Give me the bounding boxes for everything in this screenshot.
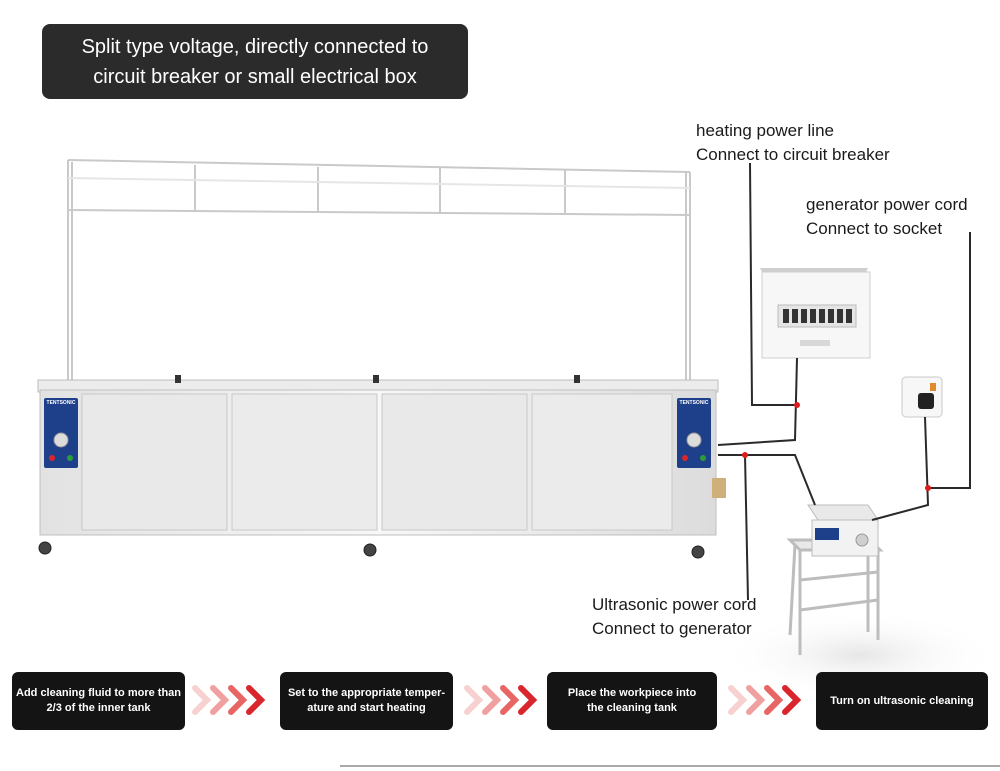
ultrasonic-label-line-1: Ultrasonic power cord [592, 595, 757, 614]
step-3-line-2: the cleaning tank [587, 702, 677, 714]
step-3-line-1: Place the workpiece into [567, 687, 697, 699]
ultrasonic-label-line-2: Connect to generator [592, 619, 752, 638]
generator-label: generator power cord Connect to socket [806, 193, 968, 241]
heating-label-line-1: heating power line [696, 121, 834, 140]
banner-line-1: Split type voltage, directly connected t… [81, 35, 429, 58]
step-1-line-2: 2/3 of the inner tank [46, 702, 151, 714]
step-box-1: Add cleaning fluid to more than 2/3 of t… [12, 672, 185, 730]
wall-socket [901, 376, 943, 418]
step-box-4: Turn on ultrasonic cleaning [816, 672, 988, 730]
left-panel-brand: TENTSONIC [47, 400, 76, 406]
info-banner: Split type voltage, directly connected t… [42, 24, 468, 99]
right-panel-brand: TENTSONIC [680, 400, 709, 406]
cleaning-tank: TENTSONIC TENTSONIC [37, 375, 726, 559]
cable-markers [742, 402, 931, 491]
step-1-line-1: Add cleaning fluid to more than [16, 687, 181, 699]
step-2-line-1: Set to the appropriate temper- [287, 687, 446, 699]
circuit-breaker-box [760, 268, 871, 359]
heating-label-line-2: Connect to circuit breaker [696, 145, 890, 164]
ultrasonic-generator [807, 504, 879, 557]
ultrasonic-label: Ultrasonic power cord Connect to generat… [592, 593, 756, 641]
step-box-2: Set to the appropriate temper- ature and… [280, 672, 453, 730]
generator-label-line-1: generator power cord [806, 195, 968, 214]
banner-line-2: circuit breaker or small electrical box [93, 65, 417, 88]
step-box-3: Place the workpiece into the cleaning ta… [547, 672, 717, 730]
step-2-line-2: ature and start heating [307, 702, 426, 714]
overhead-frame [67, 159, 691, 380]
generator-label-line-2: Connect to socket [806, 219, 943, 238]
heating-label: heating power line Connect to circuit br… [696, 119, 890, 167]
step-arrows [192, 685, 802, 715]
step-4-line-1: Turn on ultrasonic cleaning [830, 694, 974, 707]
